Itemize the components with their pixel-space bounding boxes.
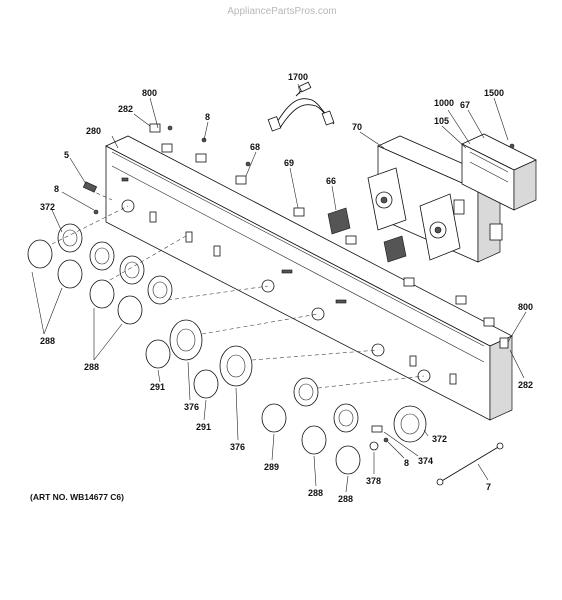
leader-lines [31, 83, 527, 493]
display-lens [327, 207, 407, 263]
callout-68: 68 [250, 142, 260, 152]
rod [436, 442, 504, 486]
callout-289: 289 [264, 462, 279, 472]
callout-280: 280 [86, 126, 101, 136]
burner-bezels [169, 319, 253, 387]
alignment-lines [51, 189, 425, 389]
callout-291-left: 291 [150, 382, 165, 392]
callout-372-left: 372 [40, 202, 55, 212]
callout-1700: 1700 [288, 72, 308, 82]
callout-8-left: 8 [54, 184, 59, 194]
callout-70: 70 [352, 122, 362, 132]
callout-1500: 1500 [484, 88, 504, 98]
callout-800-top: 800 [142, 88, 157, 98]
callout-288-left: 288 [40, 336, 55, 346]
callout-374: 374 [418, 456, 433, 466]
callout-1000: 1000 [434, 98, 454, 108]
callout-5: 5 [64, 150, 69, 160]
knob-cluster-left [27, 223, 173, 369]
callout-105: 105 [434, 116, 449, 126]
knob-cluster-right [193, 369, 427, 475]
callout-labels: 1700 800 282 8 280 5 8 372 288 288 68 69… [40, 72, 533, 504]
control-panel [105, 135, 513, 421]
callout-288-bottom-b: 288 [338, 494, 353, 504]
callout-288-bottom-a: 288 [308, 488, 323, 498]
callout-282-top: 282 [118, 104, 133, 114]
callout-69: 69 [284, 158, 294, 168]
watermark-text: AppliancePartsPros.com [227, 6, 337, 17]
callout-7: 7 [486, 482, 491, 492]
callout-67: 67 [460, 100, 470, 110]
callout-378: 378 [366, 476, 381, 486]
hardware [82, 125, 251, 215]
art-number: (ART NO. WB14677 C6) [30, 492, 124, 502]
callout-372-right: 372 [432, 434, 447, 444]
callout-291-mid: 291 [196, 422, 211, 432]
callout-288-mid: 288 [84, 362, 99, 372]
callout-8-top: 8 [205, 112, 210, 122]
callout-800-right: 800 [518, 302, 533, 312]
circuit-board [461, 133, 537, 211]
switch-clips [149, 123, 509, 349]
callout-376-left: 376 [184, 402, 199, 412]
callout-66: 66 [326, 176, 336, 186]
callout-8-bottom: 8 [404, 458, 409, 468]
wire-harness [267, 81, 335, 132]
callout-282-right: 282 [518, 380, 533, 390]
callout-376-mid: 376 [230, 442, 245, 452]
